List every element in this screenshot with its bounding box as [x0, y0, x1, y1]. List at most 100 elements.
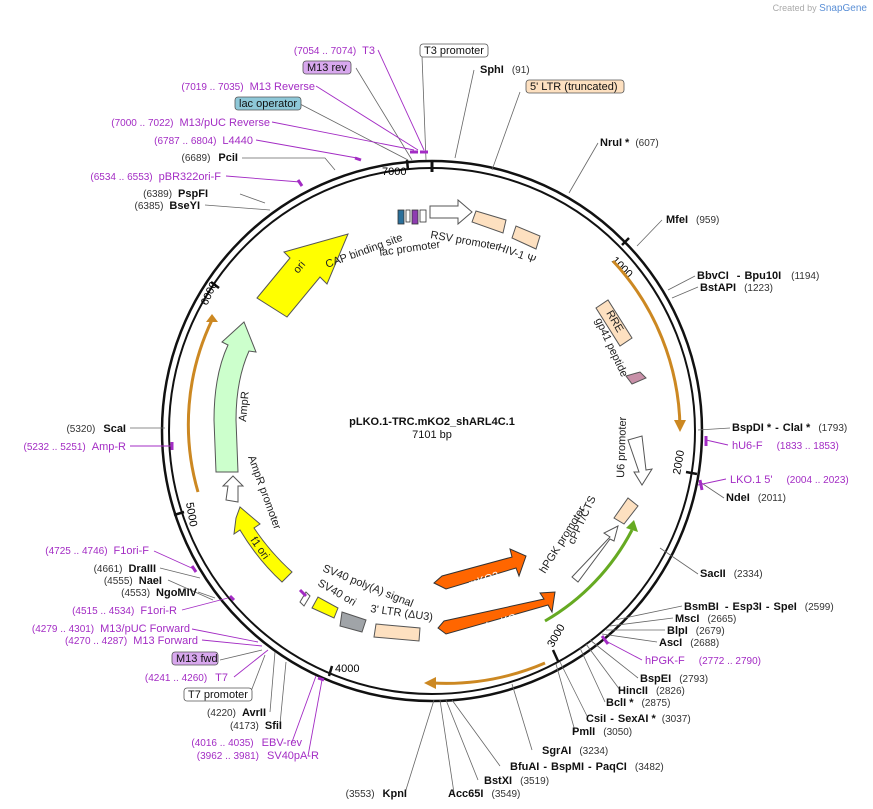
leader-NruI	[568, 142, 599, 194]
rre-feature	[595, 299, 633, 347]
leader-hPGKF	[603, 639, 643, 661]
tick-label-6000: 6000	[199, 280, 220, 307]
site-BseYI: (6385)BseYI	[135, 200, 200, 212]
leader-M13rev	[355, 67, 413, 161]
hpgk-promoter-feature	[571, 525, 619, 583]
lac-operator-box: lac operator	[234, 96, 302, 111]
site-SacII: SacII(2334)	[700, 568, 763, 580]
leader-M13fwd	[219, 649, 263, 661]
leader-AscI	[601, 633, 658, 643]
tick-label-3000: 3000	[545, 622, 568, 649]
tick-label-5000: 5000	[183, 501, 199, 527]
primer-EBVrev: (4016 .. 4035)EBV-rev	[191, 737, 302, 749]
site-BstAPI: BstAPI(1223)	[700, 282, 773, 294]
tick-5000	[173, 510, 185, 517]
site-BbvCI: BbvCI-Bpu10I(1194)	[697, 270, 819, 282]
hmko-feature	[437, 591, 556, 635]
leader-PciI	[242, 157, 336, 171]
arc-hpgk-region-head	[626, 520, 638, 532]
ltr5-box: 5' LTR (truncated)	[525, 79, 625, 94]
leader-NgoMIV	[197, 591, 216, 599]
leader-MscI	[609, 617, 674, 627]
tick-label-7000: 7000	[382, 166, 406, 178]
tick-3000	[551, 649, 560, 662]
leader-SphI	[454, 69, 475, 159]
leader-LTR5	[491, 91, 521, 171]
svg-text:T7 promoter: T7 promoter	[188, 689, 248, 701]
ampr-label: AmpR	[237, 391, 252, 423]
lac-operator-feature	[411, 209, 419, 225]
leader-PmlI	[555, 663, 576, 732]
f1-ori-feature	[233, 506, 293, 583]
site-BsmBI: BsmBI-Esp3I-SpeI(2599)	[684, 601, 834, 613]
cppt-feature	[613, 497, 639, 525]
leader-L4440	[255, 139, 358, 159]
u6-promoter-feature	[627, 435, 654, 486]
leader-CsiI	[559, 661, 589, 719]
arc-rre-region-head	[674, 420, 686, 432]
site-BstXI: BstXI(3519)	[484, 775, 549, 787]
arc-ltr-region-head	[424, 677, 436, 689]
site-MscI: MscI(2665)	[675, 613, 736, 625]
leader-M13Fwd	[201, 639, 263, 647]
leader-T7	[233, 649, 269, 678]
leader-BbvCI	[667, 275, 696, 291]
rsv-promoter-feature	[429, 198, 473, 226]
site-PciI: (6689)PciI	[182, 152, 238, 164]
site-SgrAI: SgrAI(3234)	[542, 745, 608, 757]
plasmid-length: 7101 bp	[412, 429, 452, 441]
primer-M13pUCForward: (4279 .. 4301)M13/pUC Forward	[32, 623, 190, 635]
leader-SacII	[659, 547, 699, 575]
arc-bla-region	[186, 319, 214, 493]
m13-rev-feature	[419, 209, 427, 223]
site-BfuAI: BfuAI-BspMI-PaqCI(3482)	[510, 761, 664, 773]
site-BlpI: BlpI(2679)	[667, 625, 725, 637]
svg-text:M13 fwd: M13 fwd	[176, 653, 218, 665]
leader-LKO5	[697, 478, 727, 486]
site-KpnI: (3553)KpnI	[346, 788, 407, 800]
ltr3-feature	[373, 623, 421, 642]
m13-rev-box: M13 rev	[302, 60, 352, 75]
tick-1000	[621, 237, 630, 246]
primer-M13Forward: (4270 .. 4287)M13 Forward	[65, 635, 198, 647]
ltr5-feature	[471, 210, 507, 234]
site-AvrII: (4220)AvrII	[207, 707, 266, 719]
primer-M13Reverse: (7019 .. 7035)M13 Reverse	[181, 81, 315, 93]
sv40-polya-feature	[339, 611, 367, 633]
svg-text:lac operator: lac operator	[239, 98, 297, 110]
leader-lacop	[299, 103, 409, 161]
leader-M13pUCFwd	[191, 628, 259, 643]
site-MfeI: MfeI(959)	[666, 214, 719, 226]
leader-T7promoter	[249, 654, 266, 695]
site-ScaI: (5320)ScaI	[66, 423, 126, 435]
leader-SgrAI	[511, 683, 533, 751]
site-CsiI: CsiI-SexAI *(3037)	[586, 713, 691, 725]
site-PmlI: PmlI(3050)	[572, 726, 632, 738]
site-NaeI: (4555)NaeI	[104, 575, 162, 587]
leader-NdeI	[699, 481, 725, 499]
leader-BclI	[579, 647, 606, 703]
leader-HincII	[585, 643, 621, 691]
leader-BspDI	[697, 427, 731, 431]
leader-M13Reverse	[315, 85, 419, 151]
site-NruI: NruI *(607)	[600, 137, 659, 149]
hiv-psi-feature	[511, 225, 541, 250]
leader-AvrII	[269, 651, 276, 713]
primer-leaders	[130, 49, 729, 757]
lac-promoter-feature	[405, 209, 411, 223]
u6-promoter-label: U6 promoter	[615, 416, 629, 478]
site-BspEI: BspEI(2793)	[640, 673, 708, 685]
site-AscI: AscI(2688)	[659, 637, 719, 649]
site-BspDI: BspDI *-ClaI *(1793)	[732, 422, 847, 434]
site-NdeI: NdeI(2011)	[726, 492, 786, 504]
primer-hU6F: hU6-F(1833 .. 1853)	[732, 440, 839, 452]
mko2-feature	[433, 548, 527, 590]
snapgene-credit: Created by SnapGene	[772, 3, 867, 14]
leader-pBR322	[225, 175, 301, 183]
ori-feature	[256, 233, 349, 318]
leader-SV40pAR	[307, 679, 323, 757]
site-leaders	[130, 55, 731, 794]
gp41-feature	[625, 371, 647, 385]
site-HincII: HincII(2826)	[618, 685, 685, 697]
